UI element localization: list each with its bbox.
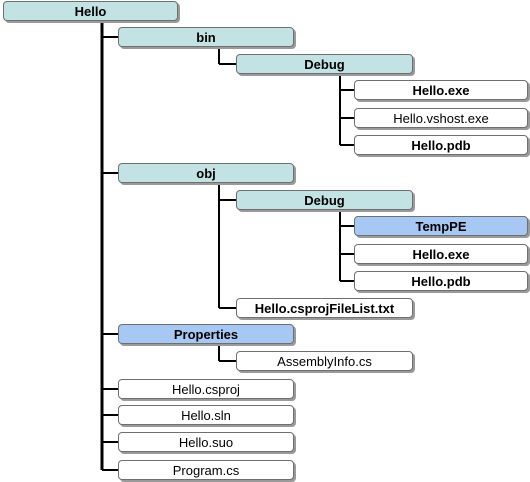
node-hello-sln[interactable]: Hello.sln <box>118 405 294 425</box>
node-bin-debug[interactable]: Debug <box>236 54 413 74</box>
node-bin-hello-exe[interactable]: Hello.exe <box>354 80 528 100</box>
node-csproj-filelist[interactable]: Hello.csprojFileList.txt <box>236 298 413 318</box>
node-hello-suo[interactable]: Hello.suo <box>118 432 294 452</box>
node-bin[interactable]: bin <box>118 27 294 47</box>
node-hello-csproj[interactable]: Hello.csproj <box>118 379 294 399</box>
node-temppe[interactable]: TempPE <box>354 216 528 236</box>
node-properties[interactable]: Properties <box>118 324 294 344</box>
node-obj[interactable]: obj <box>118 163 294 183</box>
node-program-cs[interactable]: Program.cs <box>118 460 294 480</box>
node-obj-pdb[interactable]: Hello.pdb <box>354 271 528 291</box>
node-obj-hello-exe[interactable]: Hello.exe <box>354 244 528 264</box>
node-hello[interactable]: Hello <box>3 1 178 21</box>
node-obj-debug[interactable]: Debug <box>236 190 413 210</box>
node-bin-pdb[interactable]: Hello.pdb <box>354 135 528 155</box>
node-bin-vshost-exe[interactable]: Hello.vshost.exe <box>354 108 528 128</box>
node-assemblyinfo[interactable]: AssemblyInfo.cs <box>236 351 413 371</box>
